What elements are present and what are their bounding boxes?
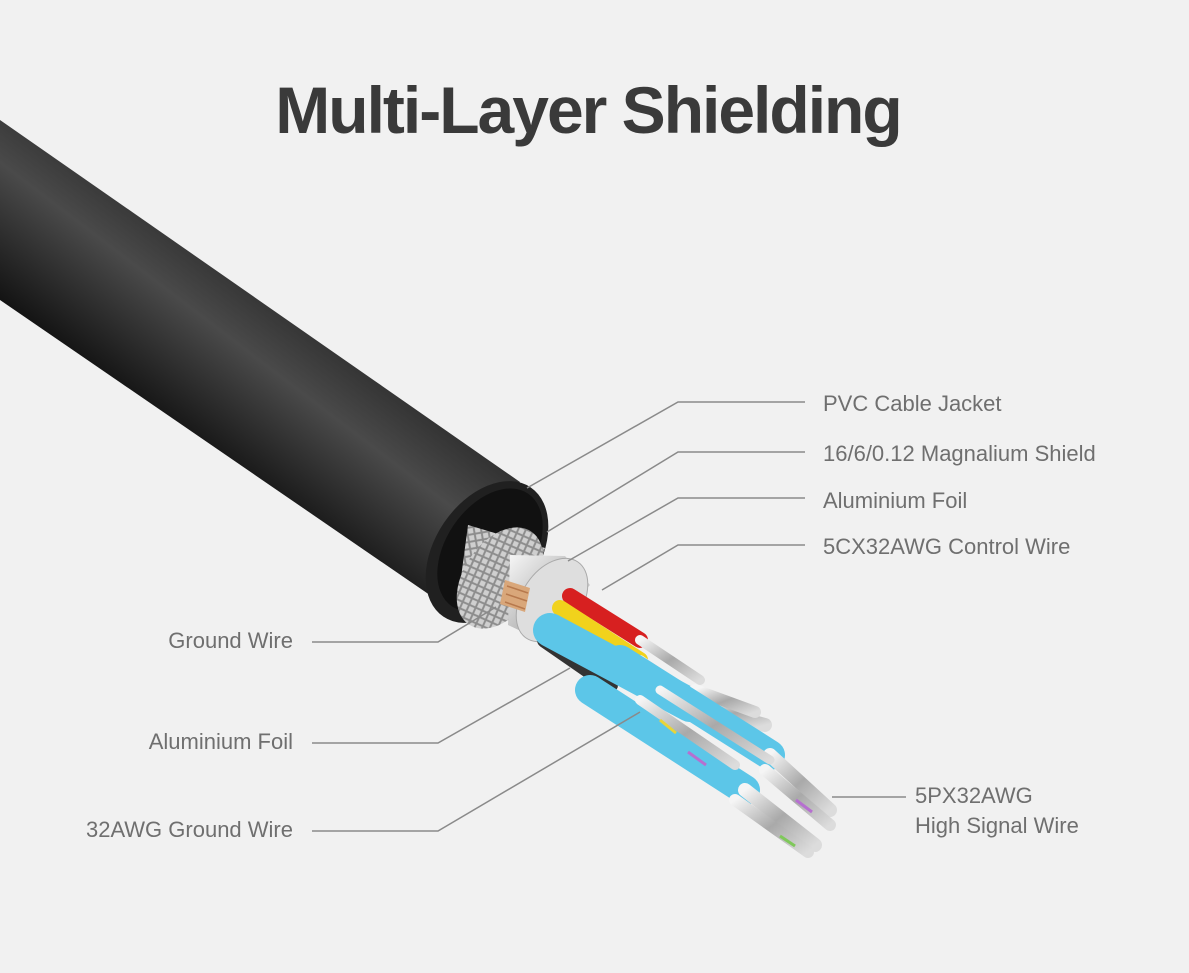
label-aluminium-foil-inner: Aluminium Foil <box>148 729 293 754</box>
leader-magnalium-shield <box>546 451 805 533</box>
leader-awg-ground-wire <box>312 711 641 832</box>
label-ground-wire: Ground Wire <box>168 628 293 653</box>
label-control-wire: 5CX32AWG Control Wire <box>823 534 1071 559</box>
signal-pairs <box>533 613 837 858</box>
ground-wire-strands <box>500 580 530 612</box>
leader-aluminium-foil-inner <box>312 667 571 744</box>
leader-aluminium-foil-outer <box>567 497 805 562</box>
label-signal-wire-line2: High Signal Wire <box>915 813 1079 838</box>
leader-ground-wire <box>312 606 497 643</box>
label-pvc-cable-jacket: PVC Cable Jacket <box>823 391 1002 416</box>
leader-lines <box>312 401 906 832</box>
label-aluminium-foil-outer: Aluminium Foil <box>823 488 968 513</box>
leader-pvc-jacket <box>526 401 805 489</box>
leader-control-wire <box>601 544 805 591</box>
label-magnalium-shield: 16/6/0.12 Magnalium Shield <box>823 441 1096 466</box>
page-title: Multi-Layer Shielding <box>275 73 902 147</box>
label-signal-wire-line1: 5PX32AWG <box>915 783 1033 808</box>
label-32awg-ground-wire: 32AWG Ground Wire <box>85 817 293 842</box>
